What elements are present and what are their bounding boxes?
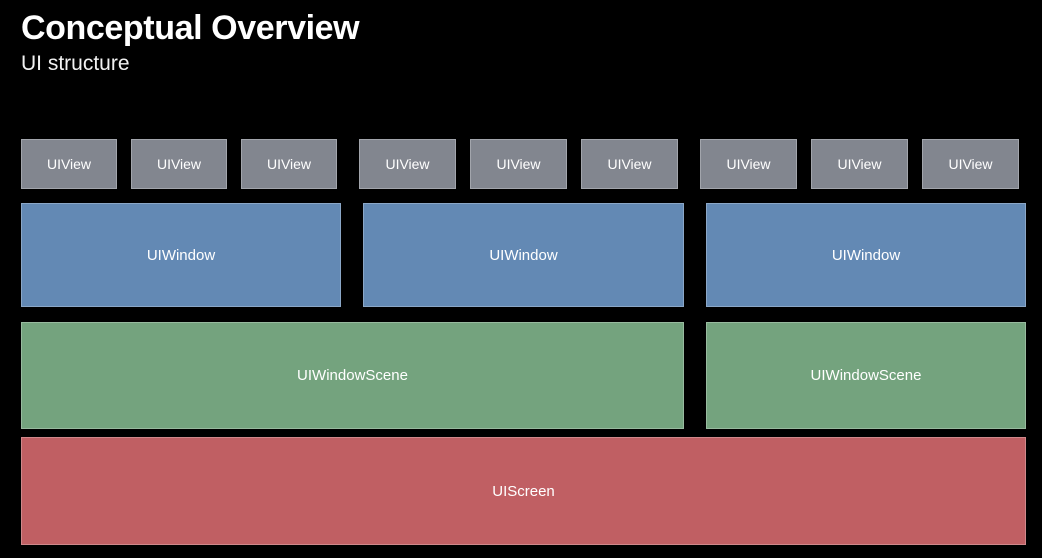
uiview-group-2: UIView UIView UIView [359, 139, 678, 189]
uiview-box[interactable]: UIView [359, 139, 456, 189]
uiview-box[interactable]: UIView [131, 139, 227, 189]
uiview-label: UIView [156, 156, 202, 172]
uiwindowscene-row: UIWindowScene UIWindowScene [21, 322, 1026, 429]
slide-header: Conceptual Overview UI structure [21, 6, 1021, 78]
uiview-box[interactable]: UIView [922, 139, 1019, 189]
box-gap [456, 139, 470, 189]
uiscreen-row: UIScreen [21, 437, 1026, 545]
uiview-label: UIView [385, 156, 430, 172]
uiview-label: UIView [266, 156, 312, 172]
page-title: Conceptual Overview [21, 9, 360, 47]
uiwindowscene-box[interactable]: UIWindowScene [21, 322, 684, 429]
uiview-group-3: UIView UIView UIView [700, 139, 1019, 189]
group-gap [684, 203, 706, 307]
uiwindow-label: UIWindow [489, 246, 558, 264]
uiwindow-box[interactable]: UIWindow [21, 203, 341, 307]
uiview-label: UIView [726, 156, 771, 172]
uiview-box[interactable]: UIView [241, 139, 337, 189]
uiview-box[interactable]: UIView [470, 139, 567, 189]
box-gap [567, 139, 581, 189]
uiscreen-label: UIScreen [492, 482, 555, 500]
box-gap [908, 139, 922, 189]
uiwindow-box[interactable]: UIWindow [706, 203, 1026, 307]
uiscreen-box[interactable]: UIScreen [21, 437, 1026, 545]
box-gap [227, 139, 241, 189]
uiview-box[interactable]: UIView [811, 139, 908, 189]
uiwindow-label: UIWindow [831, 246, 901, 264]
group-gap [337, 139, 359, 189]
uiwindow-row: UIWindow UIWindow UIWindow [21, 203, 1026, 307]
uiview-group-1: UIView UIView UIView [21, 139, 337, 189]
box-gap [797, 139, 811, 189]
uiview-label: UIView [837, 156, 882, 172]
uiview-box[interactable]: UIView [700, 139, 797, 189]
uiwindowscene-label: UIWindowScene [297, 367, 408, 384]
uiview-label: UIView [46, 156, 92, 172]
uiview-label: UIView [496, 156, 541, 172]
uiview-label: UIView [607, 156, 652, 172]
group-gap [678, 139, 700, 189]
group-gap [684, 322, 706, 429]
ui-hierarchy-diagram: UIView UIView UIView UIView UIView [21, 139, 1026, 545]
uiview-label: UIView [948, 156, 993, 172]
uiwindow-label: UIWindow [146, 246, 216, 264]
uiview-row: UIView UIView UIView UIView UIView [21, 139, 1026, 189]
uiview-box[interactable]: UIView [581, 139, 678, 189]
uiview-box[interactable]: UIView [21, 139, 117, 189]
uiwindow-box[interactable]: UIWindow [363, 203, 684, 307]
uiwindowscene-box[interactable]: UIWindowScene [706, 322, 1026, 429]
uiwindowscene-label: UIWindowScene [810, 367, 922, 384]
page-subtitle: UI structure [21, 52, 130, 75]
box-gap [117, 139, 131, 189]
group-gap [341, 203, 363, 307]
